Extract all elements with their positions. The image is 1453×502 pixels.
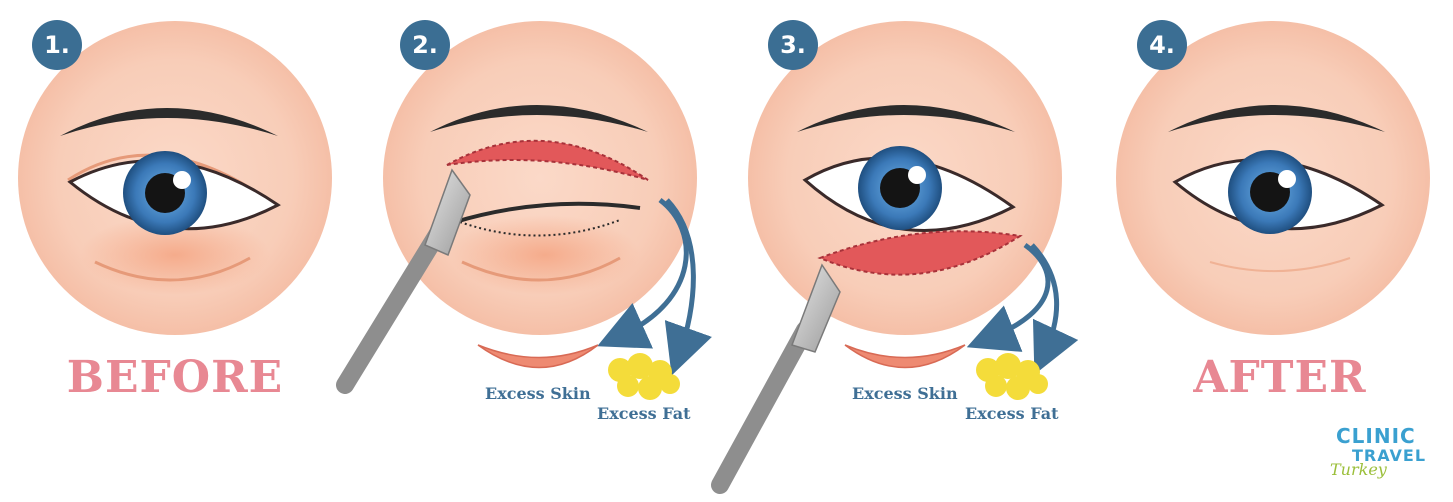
skin-strip-icon [478,345,598,368]
excess-skin-label: Excess Skin [852,384,958,403]
logo-line-3: Turkey [1330,460,1387,479]
eye-highlight [1278,170,1296,188]
eye-highlight [908,166,926,184]
logo-line-1: CLINIC [1336,424,1416,448]
excess-fat-label: Excess Fat [965,404,1058,423]
eye-highlight [173,171,191,189]
panel-2 [345,21,697,400]
clinic-travel-logo: CLINIC TRAVEL Turkey [1330,418,1440,488]
fat-blob-icon [608,353,680,400]
excess-skin-label: Excess Skin [485,384,591,403]
scalpel-icon [720,265,840,485]
fat-blob-icon [976,353,1048,400]
excess-fat-label: Excess Fat [597,404,690,423]
step-badge-3: 3. [768,20,818,70]
before-label: BEFORE [15,352,335,403]
after-label: AFTER [1120,352,1440,403]
step-badge-2: 2. [400,20,450,70]
skin-strip-icon [845,345,965,368]
under-eye-puffiness [450,215,640,295]
step-badge-1: 1. [32,20,82,70]
step-badge-4: 4. [1137,20,1187,70]
